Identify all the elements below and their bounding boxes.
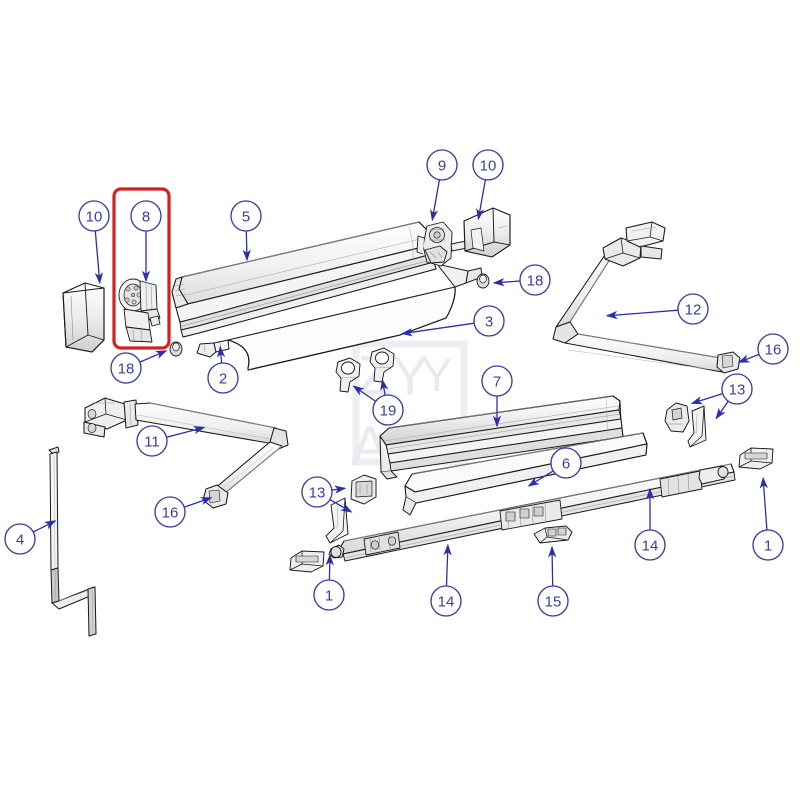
part-3-awning-fabric xyxy=(227,263,483,371)
part-19-fabric-retaining-clip-b xyxy=(369,347,395,383)
callout-bubble[interactable] xyxy=(372,394,404,426)
leader-line xyxy=(380,378,389,396)
callout-bubble[interactable] xyxy=(757,333,789,365)
part-18-screw-fastener-upper xyxy=(476,273,490,289)
callout-bubble[interactable] xyxy=(721,373,753,405)
callout-bubble[interactable] xyxy=(426,149,458,181)
part-12-right-support-arm xyxy=(552,221,741,374)
callout-14[interactable]: 14 xyxy=(430,543,462,617)
leader-line xyxy=(329,499,353,513)
callout-bubble[interactable] xyxy=(130,200,162,232)
callout-18[interactable]: 18 xyxy=(492,264,551,296)
callout-18[interactable]: 18 xyxy=(110,350,168,384)
callout-bubble[interactable] xyxy=(519,264,551,296)
part-4-crank-handle-rod xyxy=(48,446,97,637)
leader-line xyxy=(400,322,475,337)
callout-bubble[interactable] xyxy=(4,523,36,555)
callout-bubble[interactable] xyxy=(110,352,142,384)
part-10-end-cap-cover-right xyxy=(463,207,511,258)
part-9-drive-gearbox xyxy=(416,221,468,267)
leader-line xyxy=(325,553,334,581)
callout-12[interactable]: 12 xyxy=(605,293,709,325)
callout-bubble[interactable] xyxy=(136,425,168,457)
callout-9[interactable]: 9 xyxy=(426,149,458,222)
watermark-line1b: Y xyxy=(422,349,453,401)
callout-11[interactable]: 11 xyxy=(136,425,206,457)
part-1-end-cap-bracket-right xyxy=(738,447,774,470)
part-13-arm-mount-bracket-center-b xyxy=(325,497,349,544)
leader-line xyxy=(443,543,452,587)
leader-line xyxy=(690,392,723,405)
callout-bubble[interactable] xyxy=(634,529,666,561)
callout-10[interactable]: 10 xyxy=(472,149,504,221)
part-15-rafter-slider-block xyxy=(533,525,573,544)
callout-10[interactable]: 10 xyxy=(78,200,110,285)
callout-bubble[interactable] xyxy=(481,365,513,397)
leader-line xyxy=(492,277,521,287)
leader-line xyxy=(331,485,347,494)
callout-4[interactable]: 4 xyxy=(4,520,57,555)
part-18-screw-fastener-lower xyxy=(169,341,183,357)
leader-line xyxy=(605,309,679,320)
leader-line xyxy=(352,385,377,402)
part-1-end-cap-bracket-left xyxy=(289,550,325,573)
part-14-tension-rafter-arm xyxy=(328,463,736,562)
part-19-fabric-retaining-clip-a xyxy=(335,357,361,393)
part-5-roller-tube-with-cover xyxy=(171,221,437,338)
leader-line xyxy=(430,179,441,222)
leader-line xyxy=(715,400,729,420)
callout-bubble[interactable] xyxy=(230,200,262,232)
callout-16[interactable]: 16 xyxy=(154,496,213,528)
leader-line xyxy=(139,350,168,363)
callout-5[interactable]: 5 xyxy=(230,200,262,262)
callout-bubble[interactable] xyxy=(154,496,186,528)
leader-line xyxy=(476,179,487,221)
part-11-left-support-arm xyxy=(83,397,289,509)
callout-1[interactable]: 1 xyxy=(752,476,784,561)
leader-line xyxy=(737,353,760,363)
callout-bubble[interactable] xyxy=(677,293,709,325)
leader-line xyxy=(759,476,769,531)
callout-bubble[interactable] xyxy=(430,585,462,617)
callout-bubble[interactable] xyxy=(207,362,239,394)
part-8-gear-drive-mechanism xyxy=(118,278,161,343)
callout-bubble[interactable] xyxy=(472,149,504,181)
callout-bubble[interactable] xyxy=(473,305,505,337)
part-6-front-rail-cover-panel xyxy=(402,432,648,516)
callout-16[interactable]: 16 xyxy=(737,333,789,365)
leader-line xyxy=(33,520,57,533)
leader-line xyxy=(183,497,213,508)
callout-bubble[interactable] xyxy=(301,476,333,508)
part-13-arm-mount-bracket-right-b xyxy=(687,405,707,448)
callout-15[interactable]: 15 xyxy=(537,545,569,617)
leader-line xyxy=(216,345,226,364)
callout-bubble[interactable] xyxy=(313,579,345,611)
leader-line xyxy=(166,426,206,438)
leader-line xyxy=(527,470,554,487)
part-13-arm-mount-bracket-right-a xyxy=(664,402,690,433)
leader-line xyxy=(242,230,251,262)
callout-bubble[interactable] xyxy=(537,585,569,617)
part-13-arm-mount-bracket-center-a xyxy=(350,474,377,505)
leader-line xyxy=(94,230,104,285)
part-10-end-cap-cover-left xyxy=(62,282,105,353)
part-2-roller-tube-end-plug xyxy=(196,339,230,358)
callout-bubble[interactable] xyxy=(550,447,582,479)
callout-bubble[interactable] xyxy=(752,529,784,561)
callout-bubble[interactable] xyxy=(78,200,110,232)
part-8-highlight-box xyxy=(112,187,171,350)
callout-8[interactable]: 8 xyxy=(130,200,162,283)
leader-line xyxy=(548,545,557,587)
